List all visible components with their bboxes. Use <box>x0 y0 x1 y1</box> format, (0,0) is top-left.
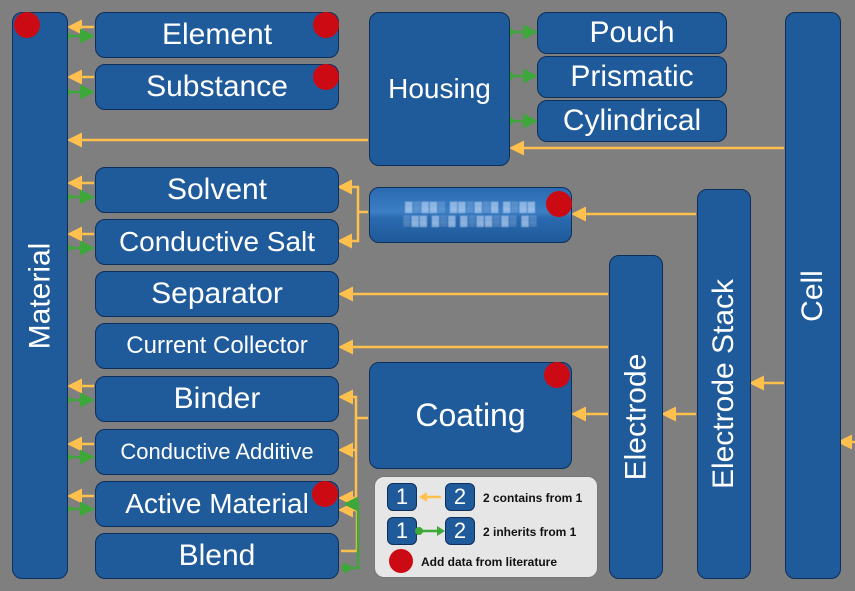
blurred-label: ▓▒▓▓▒ ▓▓▒▓▒▓ ▓▒▓▓▒▓▓ ▓▒▓ ▓▒▓▓▒▓▒ ▓▒ <box>403 202 538 227</box>
substance-box: Substance <box>95 64 339 110</box>
arrow-coating-to-binder <box>338 389 368 420</box>
solvent-box: Solvent <box>95 167 339 213</box>
element-label: Element <box>161 18 273 51</box>
material-box: Material <box>12 12 68 579</box>
legend-literature-dot <box>389 549 413 573</box>
conductive-salt-label: Conductive Salt <box>118 226 316 257</box>
coating-label: Coating <box>415 397 526 433</box>
legend-inherits-num2: 2 <box>445 517 475 545</box>
housing-label: Housing <box>388 73 491 104</box>
legend-inherits-arrow <box>415 526 445 536</box>
electrode-stack-box: Electrode Stack <box>697 189 751 579</box>
literature-dot-active-material <box>312 481 338 507</box>
current-collector-label: Current Collector <box>126 332 308 359</box>
arrow-electrolyte-to-salt <box>337 212 360 249</box>
arrow-coating-to-active <box>338 450 358 506</box>
literature-dot-coating <box>544 362 570 388</box>
legend: 1 2 2 contains from 1 1 2 2 inherits fro… <box>374 476 598 578</box>
cylindrical-label: Cylindrical <box>562 104 702 137</box>
cell-label: Cell <box>796 269 829 322</box>
blend-box: Blend <box>95 533 339 579</box>
solvent-label: Solvent <box>166 173 268 206</box>
literature-dot-element <box>313 12 339 38</box>
literature-dot-substance <box>313 64 339 90</box>
electrolyte-box: ▓▒▓▓▒ ▓▓▒▓▒▓ ▓▒▓▓▒▓▓ ▓▒▓ ▓▒▓▓▒▓▒ ▓▒ <box>369 187 572 243</box>
housing-box: Housing <box>369 12 510 166</box>
active-material-label: Active Material <box>125 488 309 519</box>
separator-box: Separator <box>95 271 339 317</box>
literature-dot-electrolyte <box>546 191 572 217</box>
conductive-additive-box: Conductive Additive <box>95 429 339 475</box>
arrow-blend-to-active <box>338 502 359 553</box>
binder-label: Binder <box>173 382 261 415</box>
literature-dot-material <box>14 12 40 38</box>
conductive-salt-box: Conductive Salt <box>95 219 339 265</box>
material-label: Material <box>23 242 57 349</box>
separator-label: Separator <box>151 277 283 310</box>
active-material-box: Active Material <box>95 481 339 527</box>
electrode-box: Electrode <box>609 255 663 579</box>
coating-box: Coating <box>369 362 572 469</box>
blend-label: Blend <box>178 539 256 572</box>
legend-contains-arrow <box>419 492 441 502</box>
cell-box: Cell <box>785 12 841 579</box>
legend-inherits-num1: 1 <box>387 517 417 545</box>
legend-contains-text: 2 contains from 1 <box>483 491 583 505</box>
substance-label: Substance <box>146 70 288 103</box>
binder-box: Binder <box>95 376 339 422</box>
prismatic-box: Prismatic <box>537 56 727 98</box>
electrode-label: Electrode <box>619 353 652 481</box>
legend-inherits-text: 2 inherits from 1 <box>483 525 577 539</box>
conductive-additive-label: Conductive Additive <box>120 439 314 464</box>
cylindrical-box: Cylindrical <box>537 100 727 142</box>
pouch-box: Pouch <box>537 12 727 54</box>
prismatic-label: Prismatic <box>570 60 694 93</box>
legend-contains-num2: 2 <box>445 483 475 511</box>
current-collector-box: Current Collector <box>95 323 339 369</box>
arrow-electrolyte-branch <box>337 179 368 214</box>
inherit-blend <box>343 496 360 570</box>
electrode-stack-label: Electrode Stack <box>707 278 741 490</box>
legend-contains-num1: 1 <box>387 483 417 511</box>
legend-literature-text: Add data from literature <box>421 555 558 569</box>
arrow-coating-to-additive <box>338 418 358 458</box>
pouch-label: Pouch <box>589 16 675 49</box>
element-box: Element <box>95 12 339 58</box>
